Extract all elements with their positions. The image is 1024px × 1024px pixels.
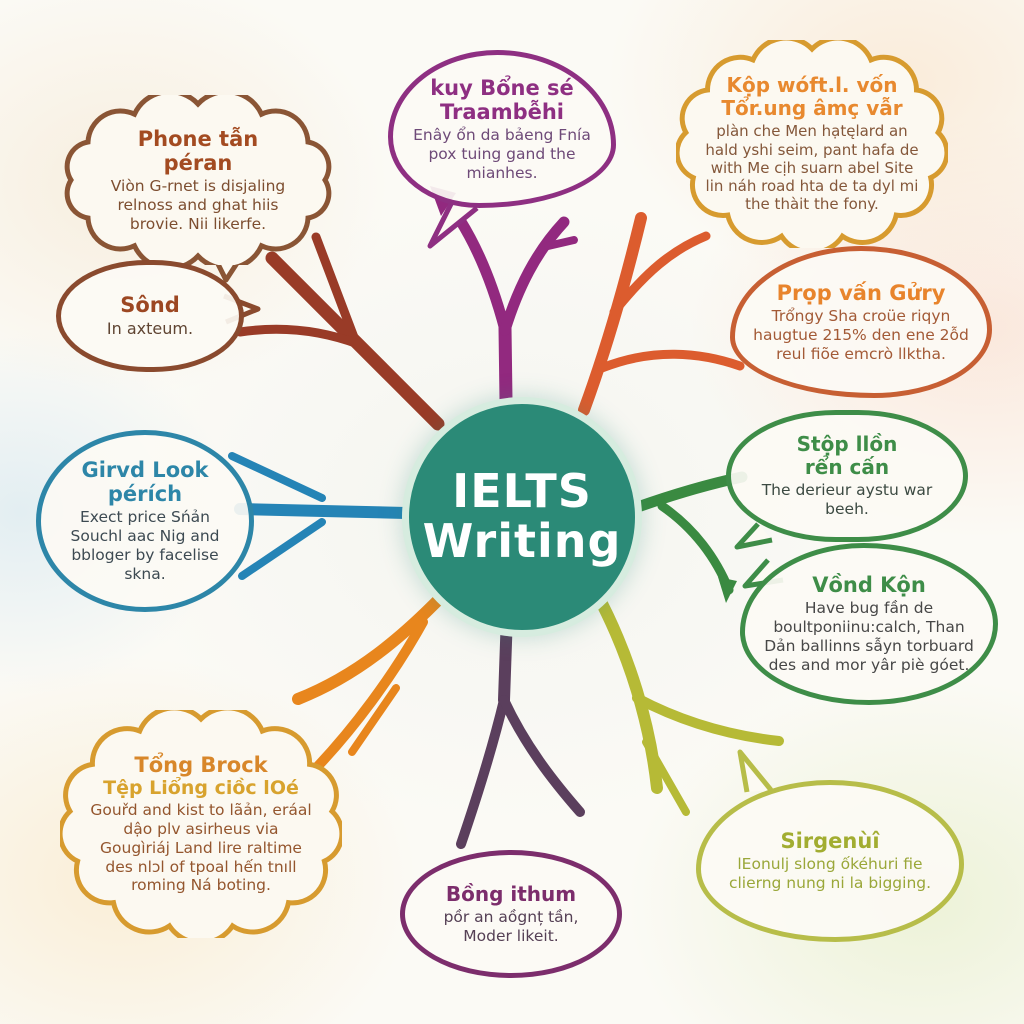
bubble-title: Sirgenùî xyxy=(780,829,880,854)
central-title-line1: IELTS xyxy=(452,464,592,519)
bubble-title: Bồng ithum xyxy=(445,881,577,906)
bubble-body: lEonulj slong ốkéhuri fie clierng nung n… xyxy=(728,855,932,893)
bubble-phone-tan: Phone tẫn péran Viòn G-rnet is disjaling… xyxy=(62,95,334,265)
bubble-vond-kon: Vồnd Kộn Have bug fần de boultponiinu:ca… xyxy=(740,543,998,705)
bubble-sirgenui: Sirgenùî lEonulj slong ốkéhuri fie clier… xyxy=(696,780,964,942)
bubble-body: Viòn G-rnet is disjaling relnoss and gha… xyxy=(110,176,286,233)
bubble-body: plàn che Men hạtęlard an hald yshi seim,… xyxy=(705,122,919,214)
bubble-kop-woft: Kộp wóft.l. vốn Tổr.ung âmç vẫr plàn che… xyxy=(676,40,948,248)
bubble-title: Sônd xyxy=(120,293,180,318)
bubble-stop-llon: Stộp llồn rển cấn The derieur aystu war … xyxy=(726,410,968,542)
cloud-outline xyxy=(60,710,342,938)
bubble-sond: Sônd In axteum. xyxy=(56,260,244,372)
bubble-body: Gouřd and kist to lãản, eráal dậo plv as… xyxy=(90,800,312,895)
bubble-title: Tổng Brock xyxy=(134,752,268,777)
bubble-subtitle: rển cấn xyxy=(804,455,890,480)
bubble-title: Vồnd Kộn xyxy=(812,573,926,598)
central-title-line2: Writing xyxy=(422,514,622,568)
bubble-title: Phone tẫn xyxy=(137,126,259,151)
bubble-body: Have bug fần de boultponiinu:calch, Than… xyxy=(764,599,974,674)
cloud-outline xyxy=(676,40,948,248)
bubble-subtitle: péran xyxy=(163,150,233,175)
branch-bottom-left xyxy=(292,584,454,771)
cloud-outline xyxy=(64,95,332,265)
bubble-body: The derieur aystu war beeh. xyxy=(761,481,933,518)
bubble-title: Stộp llồn xyxy=(796,432,898,457)
bubble-title: Kộp wóft.l. vốn xyxy=(726,73,898,98)
bubble-subtitle: Tổr.ung âmç vẫr xyxy=(721,96,903,121)
bubble-body: pồr an aồgnț tần, Moder likeit. xyxy=(443,907,579,945)
branch-top-right xyxy=(578,212,745,416)
bubble-body: Exect price Sńản Souchl aac Nig and bblo… xyxy=(70,508,220,584)
bubble-title: Prọp vấn Gửry xyxy=(776,280,946,305)
bubble-subtitle: Tệp Liổng ciồc lOé xyxy=(103,776,299,799)
branch-right xyxy=(618,471,748,603)
branch-bottom xyxy=(456,608,585,849)
branch-top-left xyxy=(235,232,445,431)
bubble-tong-brock: Tổng Brock Tệp Liổng ciồc lOé Gouřd and … xyxy=(60,710,342,938)
bubble-bong-ithum: Bồng ithum pồr an aồgnț tần, Moder likei… xyxy=(400,850,622,978)
bubble-kuy-bone: kuy Bổne sé Traambễhi Enây ổn da bảeng F… xyxy=(388,50,616,208)
central-node-ielts-writing: IELTS Writing xyxy=(402,397,642,637)
bubble-title: Girvd Look xyxy=(81,458,209,483)
bubble-subtitle: pérích xyxy=(107,482,183,507)
bubble-body: Trổngy Sha croüe riqyn haugtue 215% den … xyxy=(753,306,969,363)
branch-top xyxy=(430,186,578,407)
branch-bottom-right xyxy=(591,588,784,816)
bubble-title: kuy Bổne sé xyxy=(430,75,574,100)
bubble-body: In axteum. xyxy=(106,319,194,339)
bubble-prop-van: Prọp vấn Gửry Trổngy Sha croüe riqyn hau… xyxy=(730,246,992,398)
branch-left xyxy=(228,452,412,580)
bubble-girvd-look: Girvd Look pérích Exect price Sńản Souch… xyxy=(36,430,254,612)
arrowhead xyxy=(718,577,737,603)
bubble-body: Enây ổn da bảeng Fnía pox tuing gand the… xyxy=(413,125,591,182)
bubble-subtitle: Traambễhi xyxy=(439,99,565,124)
